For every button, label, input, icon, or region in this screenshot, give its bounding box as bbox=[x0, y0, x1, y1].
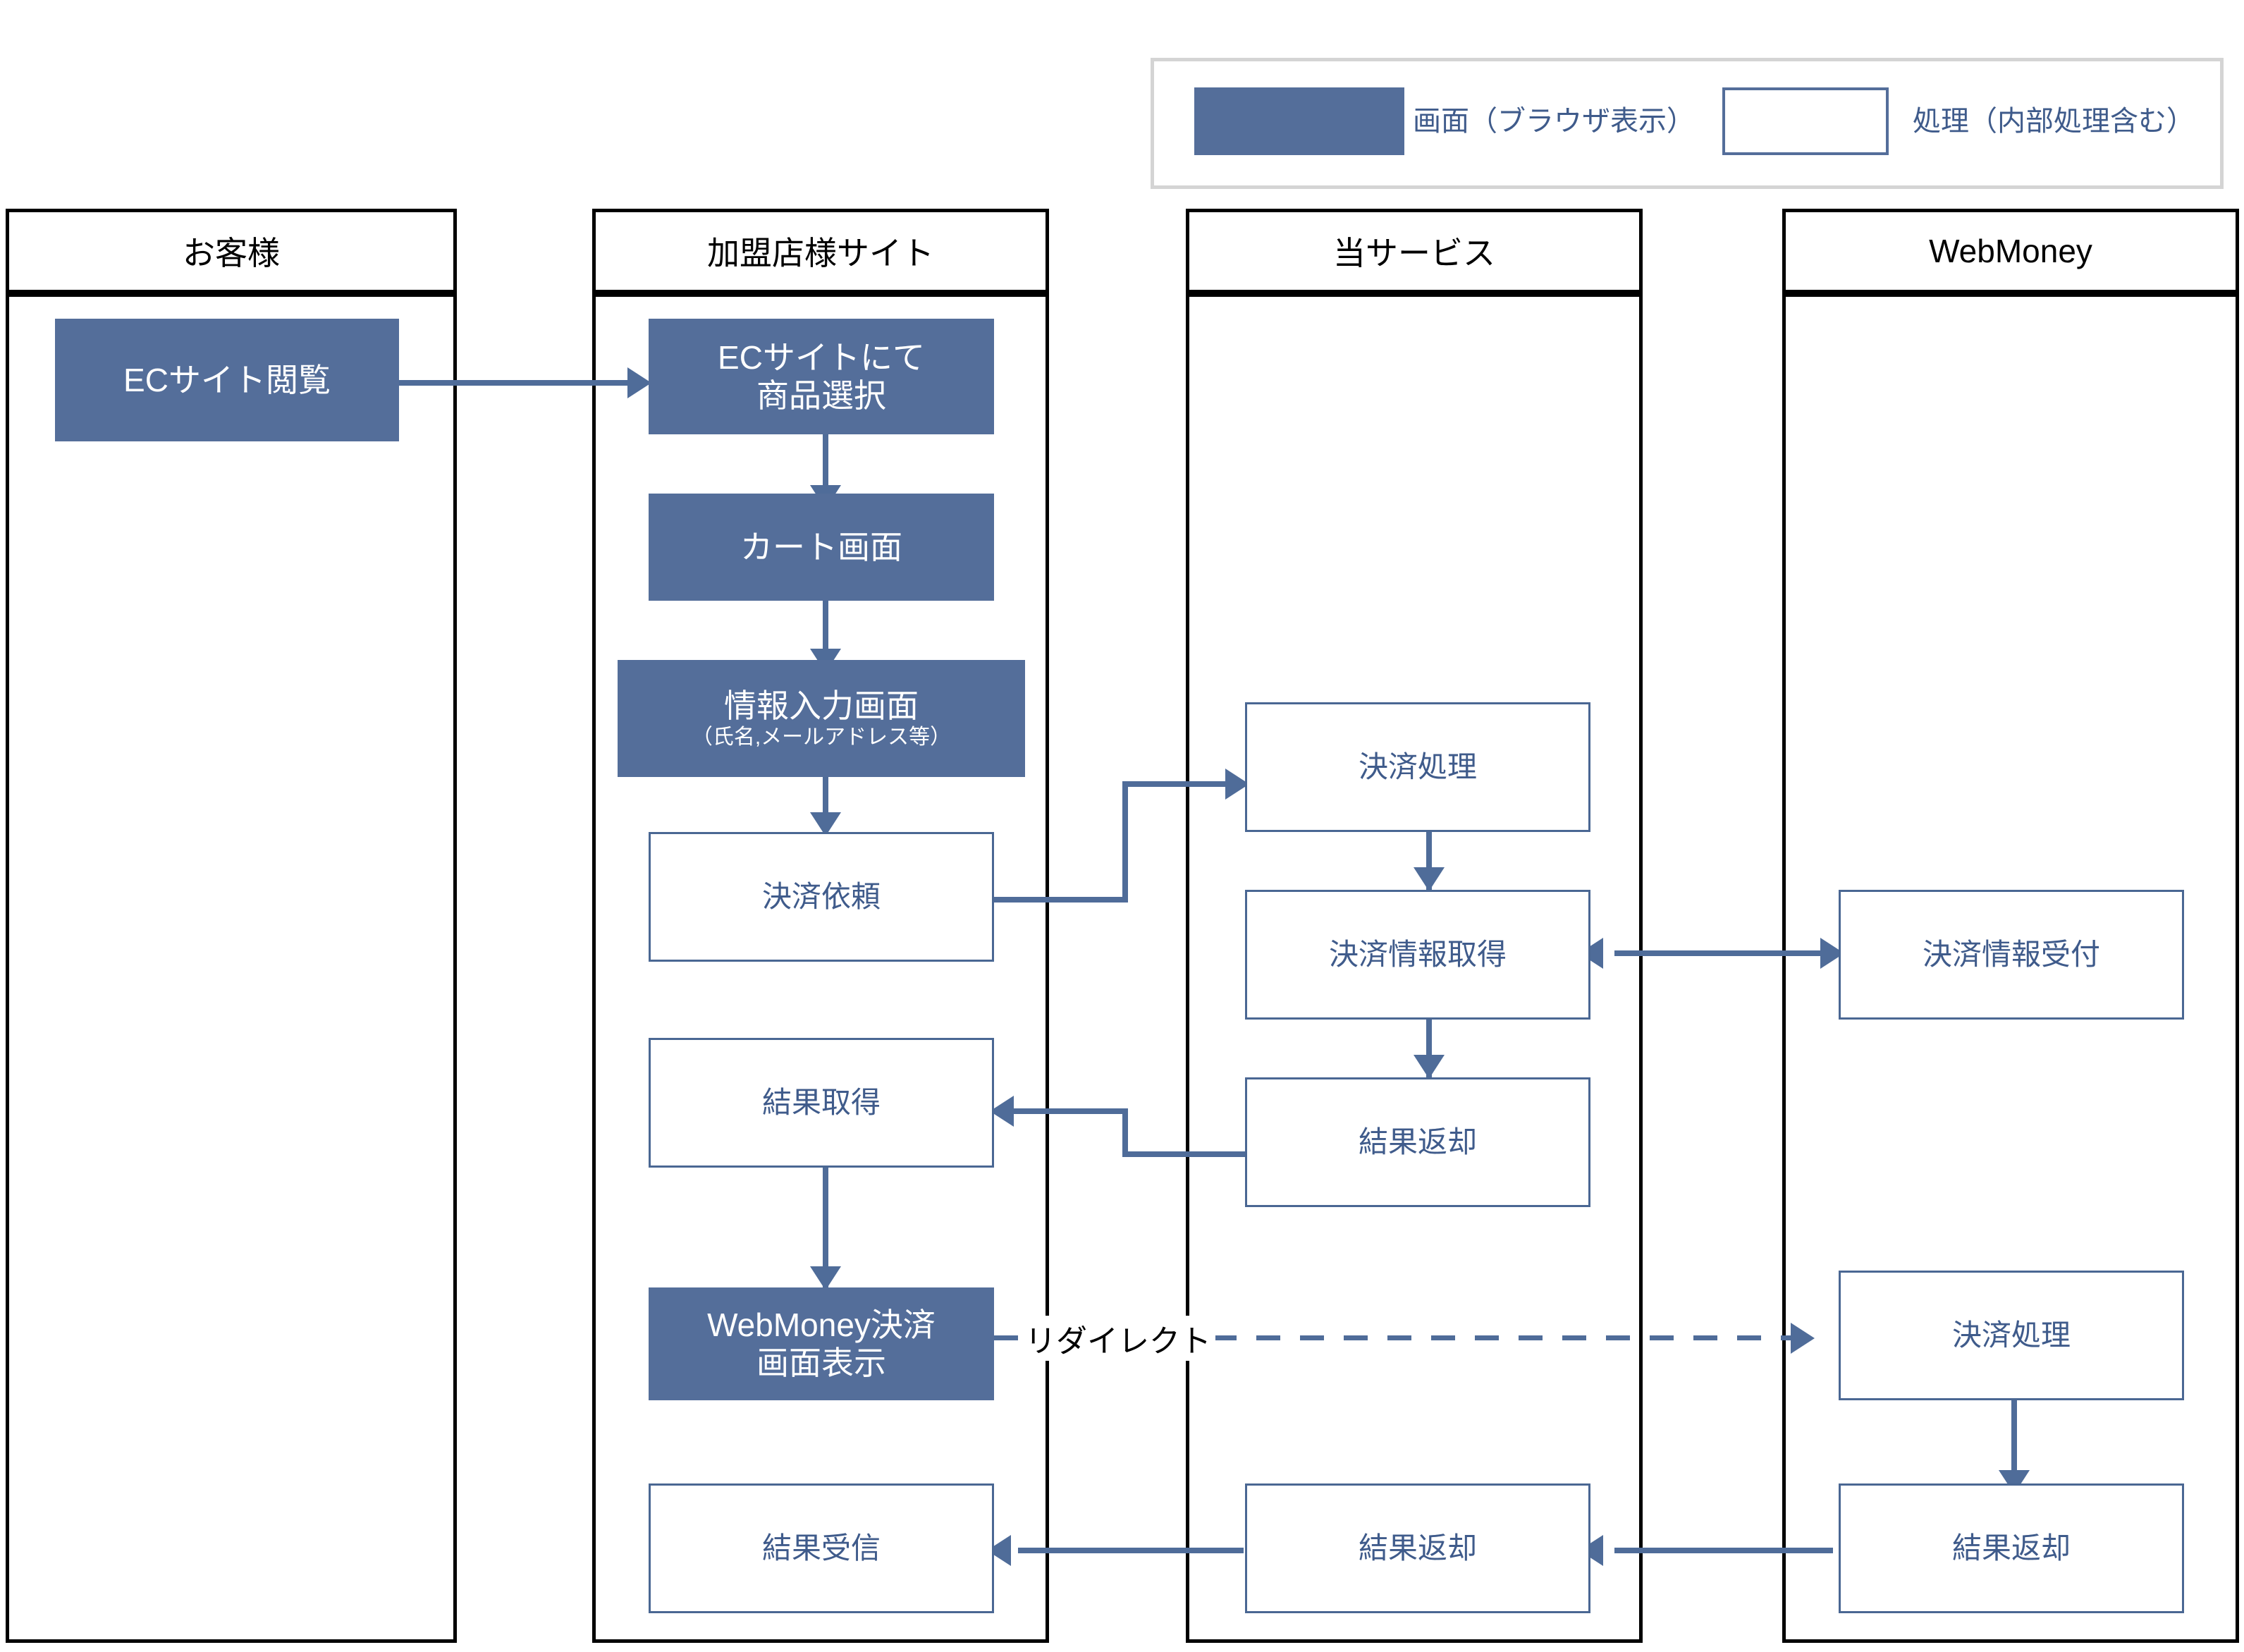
node-label-svc-result-ret-2: 結果返却 bbox=[1358, 1531, 1477, 1565]
connector-svcret2-to-resultrecv bbox=[1018, 1548, 1244, 1553]
node-wm-pay-info-recv[interactable]: 決済情報受付 bbox=[1839, 890, 2184, 1020]
legend-process-label: 処理（内部処理含む） bbox=[1913, 106, 2195, 137]
arrowhead-svcpay-to-svcinfo bbox=[1414, 867, 1445, 891]
arrowhead-redirect bbox=[1791, 1323, 1815, 1354]
connector-svcret-to-resultget bbox=[1014, 1108, 1128, 1114]
node-label-result-get: 結果取得 bbox=[761, 1086, 881, 1120]
connector-payreq-out bbox=[994, 897, 1128, 903]
node-label-svc-pay-proc: 決済処理 bbox=[1358, 750, 1477, 784]
connector-svcret-riser bbox=[1122, 1108, 1128, 1157]
connector-svcpay-to-svcinfo bbox=[1426, 832, 1432, 890]
node-label-info-input: 情報入力画面 bbox=[724, 687, 919, 725]
node-wm-result-ret[interactable]: 結果返却 bbox=[1839, 1483, 2184, 1613]
legend-screen-swatch bbox=[1194, 87, 1404, 155]
node-cart[interactable]: カート画面 bbox=[649, 494, 994, 601]
node-sublabel-info-input: （氏名,メールアドレス等） bbox=[691, 726, 952, 749]
lane-body-customer bbox=[6, 293, 457, 1643]
node-label-wm-pay-proc: 決済処理 bbox=[1951, 1318, 2071, 1352]
connector-browse-to-select bbox=[395, 380, 642, 386]
node-label-svc-result-ret: 結果返却 bbox=[1358, 1125, 1477, 1159]
connector-svcinfo-to-svcret bbox=[1426, 1018, 1432, 1077]
connector-wmpay-to-wmret bbox=[2011, 1393, 2017, 1491]
node-label-ec-browse: ECサイト閲覧 bbox=[123, 361, 331, 398]
lane-title-customer: お客様 bbox=[183, 235, 280, 271]
connector-info-to-payrequest bbox=[823, 776, 828, 833]
node-label-cart: カート画面 bbox=[740, 528, 902, 565]
node-info-input[interactable]: 情報入力画面 （氏名,メールアドレス等） bbox=[618, 660, 1025, 777]
lane-title-webmoney: WebMoney bbox=[1929, 233, 2092, 269]
legend-process-swatch bbox=[1722, 87, 1889, 155]
legend-screen-label: 画面（ブラウザ表示） bbox=[1413, 106, 1695, 137]
lane-header-service: 当サービス bbox=[1186, 209, 1643, 293]
node-ec-browse[interactable]: ECサイト閲覧 bbox=[55, 319, 399, 441]
node-wm-screen[interactable]: WebMoney決済 画面表示 bbox=[649, 1287, 994, 1400]
node-label-wm-pay-info-recv: 決済情報受付 bbox=[1922, 938, 2100, 972]
connector-resultget-to-wmscreen bbox=[823, 1168, 828, 1287]
connector-select-to-cart bbox=[823, 432, 828, 496]
node-label-wm-screen-2: 画面表示 bbox=[756, 1345, 886, 1381]
lane-header-webmoney: WebMoney bbox=[1782, 209, 2239, 293]
lane-title-merchant: 加盟店様サイト bbox=[707, 235, 934, 271]
lane-header-merchant: 加盟店様サイト bbox=[592, 209, 1049, 293]
arrowhead-browse-to-select bbox=[627, 367, 651, 398]
node-ec-select[interactable]: ECサイトにて 商品選択 bbox=[649, 319, 994, 434]
connector-payreq-to-svcpay bbox=[1122, 781, 1256, 787]
node-label-result-receive: 結果受信 bbox=[761, 1531, 881, 1565]
lane-title-service: 当サービス bbox=[1333, 235, 1495, 271]
lane-header-customer: お客様 bbox=[6, 209, 457, 293]
connector-payreq-riser bbox=[1122, 781, 1128, 903]
node-label-pay-request: 決済依頼 bbox=[761, 880, 881, 914]
node-svc-result-ret[interactable]: 結果返却 bbox=[1245, 1077, 1590, 1207]
connector-redirect-dashed bbox=[994, 1335, 1812, 1340]
arrowhead-svcinfo-to-svcret bbox=[1414, 1055, 1445, 1079]
connector-svcinfo-wmrecv bbox=[1614, 950, 1833, 956]
node-pay-request[interactable]: 決済依頼 bbox=[649, 832, 994, 962]
edge-label-redirect: リダイレクト bbox=[1021, 1316, 1215, 1361]
node-label-ec-select-2: 商品選択 bbox=[756, 377, 886, 414]
node-wm-pay-proc[interactable]: 決済処理 bbox=[1839, 1271, 2184, 1400]
node-label-wm-result-ret: 結果返却 bbox=[1951, 1531, 2071, 1565]
connector-wmret-to-svcret2 bbox=[1614, 1548, 1833, 1553]
arrowhead-resultget-to-wmscreen bbox=[810, 1266, 841, 1290]
node-svc-pay-proc[interactable]: 決済処理 bbox=[1245, 702, 1590, 832]
node-result-receive[interactable]: 結果受信 bbox=[649, 1483, 994, 1613]
node-label-wm-screen-1: WebMoney決済 bbox=[707, 1306, 936, 1343]
connector-svcret-out bbox=[1122, 1151, 1256, 1157]
node-result-get[interactable]: 結果取得 bbox=[649, 1038, 994, 1168]
connector-cart-to-info bbox=[823, 597, 828, 659]
node-svc-pay-info-get[interactable]: 決済情報取得 bbox=[1245, 890, 1590, 1020]
node-svc-result-ret-2[interactable]: 結果返却 bbox=[1245, 1483, 1590, 1613]
node-label-svc-pay-info-get: 決済情報取得 bbox=[1328, 938, 1507, 972]
node-label-ec-select-1: ECサイトにて bbox=[718, 338, 925, 376]
